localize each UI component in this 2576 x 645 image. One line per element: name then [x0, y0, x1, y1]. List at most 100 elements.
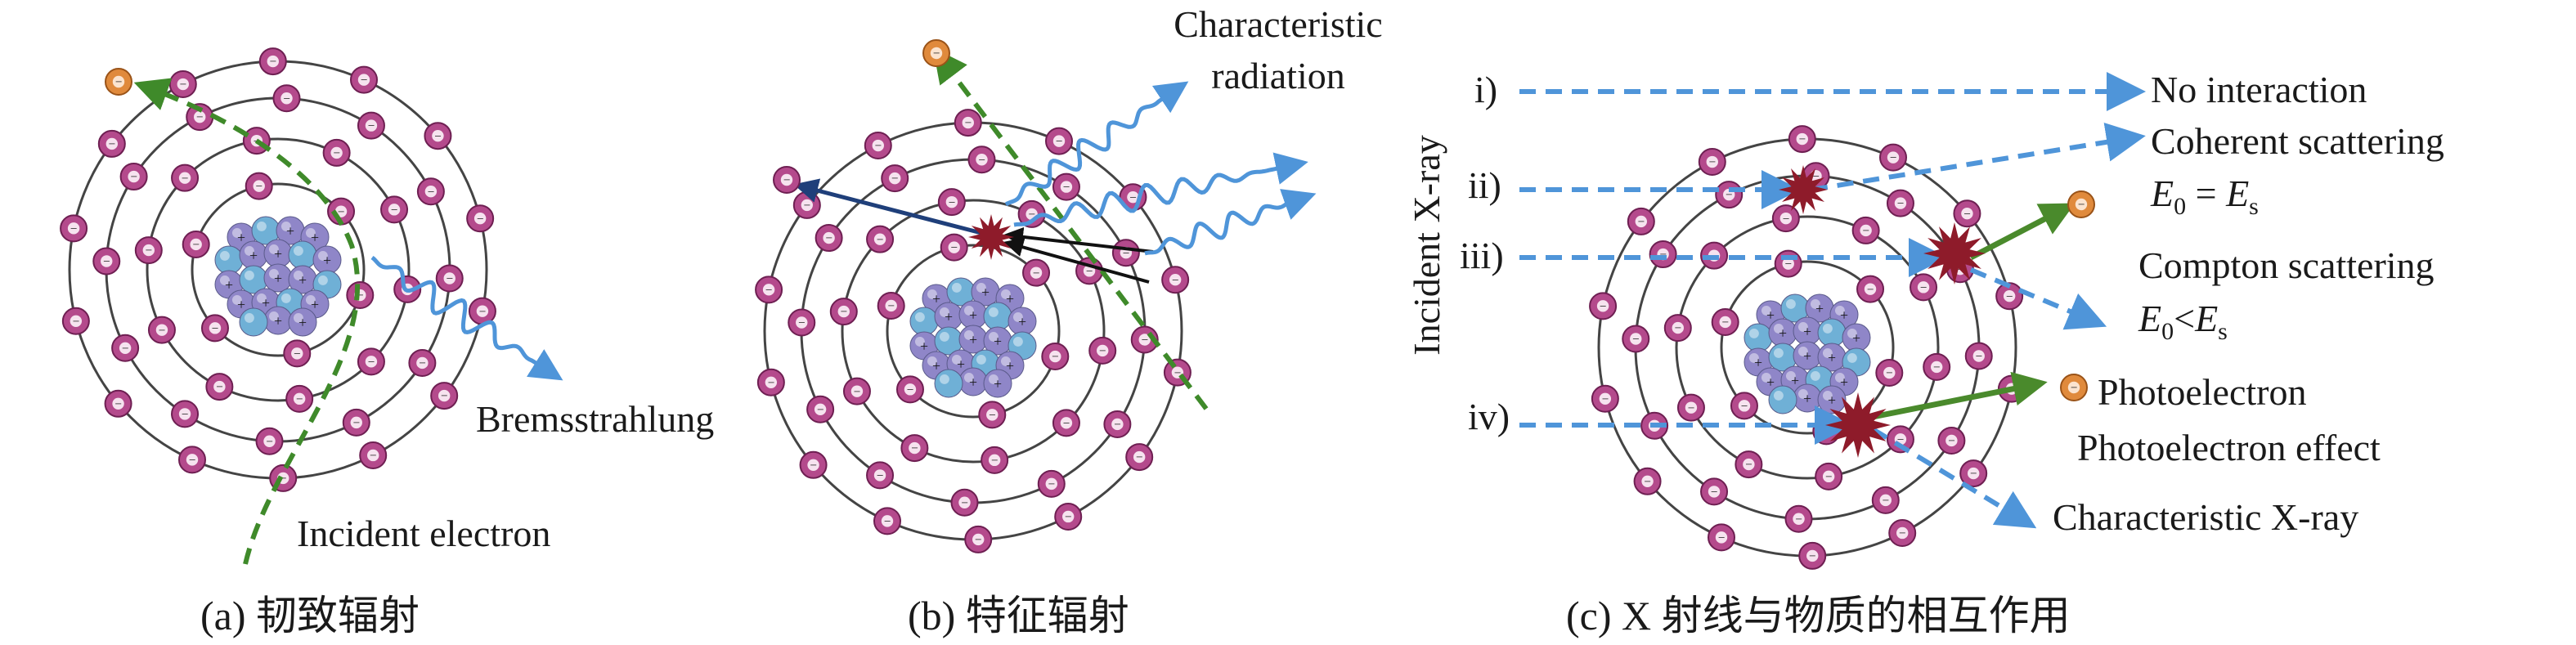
svg-text:−: − [975, 533, 982, 547]
electron: − [1649, 240, 1677, 269]
svg-text:−: − [978, 153, 985, 167]
electron: − [1698, 148, 1726, 177]
svg-text:−: − [192, 238, 200, 252]
svg-text:−: − [1890, 151, 1897, 165]
svg-text:−: − [1644, 475, 1651, 489]
svg-text:+: + [1828, 349, 1836, 365]
svg-text:+: + [932, 357, 940, 374]
svg-text:−: − [877, 233, 884, 247]
svg-text:−: − [961, 496, 968, 510]
electron: − [97, 129, 126, 158]
electron: − [881, 164, 909, 193]
electron: − [1125, 443, 1154, 472]
svg-text:−: − [70, 222, 78, 235]
compton-scatter-arrow [1969, 267, 2107, 330]
electron: − [1633, 467, 1662, 495]
electron: − [806, 395, 835, 423]
photoelectron-label: Photoelectron [2098, 371, 2307, 413]
electron: − [92, 247, 121, 275]
svg-text:−: − [1948, 434, 1955, 448]
electron: − [1875, 359, 1904, 387]
electron: − [359, 441, 388, 469]
svg-text:−: − [1172, 273, 1179, 287]
svg-text:−: − [1174, 366, 1182, 380]
electron: − [200, 314, 229, 343]
svg-text:+: + [1791, 372, 1799, 388]
electron: − [799, 450, 828, 479]
svg-text:−: − [1726, 188, 1733, 202]
electron: − [1715, 181, 1744, 209]
svg-text:−: − [798, 316, 806, 330]
svg-text:−: − [949, 195, 956, 209]
electron: − [416, 177, 445, 206]
interaction-bursts [1779, 165, 1986, 458]
vacancy-burst [968, 214, 1014, 260]
electron: − [815, 224, 843, 253]
svg-text:−: − [1114, 418, 1121, 432]
electron: − [1851, 216, 1880, 244]
svg-text:−: − [1675, 321, 1682, 335]
electron: − [342, 408, 370, 437]
incident-xray-axis-label: Incident X-ray [1406, 135, 1447, 356]
characteristic-photon-3 [1144, 189, 1317, 256]
svg-text:−: − [884, 514, 891, 528]
svg-text:+: + [1803, 347, 1811, 364]
electron: − [1856, 275, 1885, 303]
svg-text:+: + [1006, 357, 1014, 374]
row-label-ii: ii) [1468, 164, 1501, 206]
compton-scattering-label: Compton scattering [2138, 244, 2435, 286]
svg-text:−: − [1970, 467, 1977, 481]
svg-text:−: − [887, 299, 895, 313]
orbit-shell [841, 199, 1106, 464]
svg-text:−: − [1862, 224, 1869, 238]
electron: − [468, 297, 496, 325]
svg-text:−: − [1899, 526, 1906, 540]
electron: − [272, 84, 301, 113]
electron: − [1676, 393, 1705, 422]
svg-text:−: − [1600, 299, 1607, 313]
electron: − [1888, 518, 1917, 547]
svg-text:−: − [1825, 470, 1833, 484]
interaction-burst [1779, 165, 1828, 214]
nucleus: ++++++++++++++ [909, 277, 1037, 398]
svg-text:−: − [854, 385, 861, 399]
coherent-scattering-label: Coherent scattering [2151, 120, 2444, 162]
row-label-i: i) [1474, 69, 1497, 110]
svg-text:−: − [269, 55, 276, 69]
svg-text:−: − [989, 409, 996, 423]
svg-text:−: − [159, 324, 166, 338]
row-label-iv: iv) [1468, 396, 1510, 437]
svg-text:−: − [825, 231, 832, 245]
electron: − [964, 525, 993, 553]
svg-text:−: − [216, 380, 223, 394]
svg-text:+: + [274, 270, 282, 286]
electron: − [1923, 352, 1951, 381]
electron: − [1953, 199, 1981, 228]
svg-text:−: − [1795, 513, 1802, 526]
electron: − [1784, 504, 1813, 533]
coherent-equation: E0 = Es [2150, 172, 2259, 220]
atom-a: ++++++++++++++−−−−−−−−−−−−−−−−−−−−−−−−−−… [60, 47, 496, 492]
electron: − [1041, 343, 1070, 371]
svg-text:−: − [804, 199, 811, 213]
svg-text:−: − [1882, 494, 1889, 508]
svg-text:+: + [969, 374, 977, 390]
svg-text:−: − [419, 356, 426, 370]
svg-text:+: + [945, 308, 953, 325]
svg-text:−: − [1632, 333, 1640, 347]
svg-text:−: − [874, 139, 882, 153]
svg-text:−: − [146, 244, 153, 258]
electron: − [1161, 266, 1190, 294]
svg-text:−: − [1784, 258, 1792, 271]
panel-c-xray-interactions: ++++++++++++++−−−−−−−−−−−−−−−−−−−−−−−−−−… [1406, 69, 2444, 638]
electron: − [756, 368, 785, 396]
bremsstrahlung-photon [370, 255, 563, 381]
electron: − [1622, 325, 1650, 353]
electron: − [1103, 410, 1132, 438]
svg-text:−: − [280, 472, 287, 486]
svg-text:−: − [1886, 366, 1893, 380]
electron: − [111, 334, 140, 362]
svg-text:−: − [1798, 132, 1806, 146]
electron: − [119, 163, 148, 191]
